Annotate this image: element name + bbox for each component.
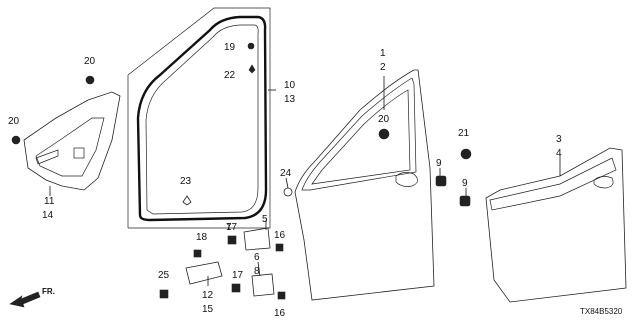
callout-20b: 20 (8, 116, 20, 127)
callout-9b: 9 (462, 178, 468, 189)
clip-22 (248, 64, 256, 74)
hinge-lower (251, 273, 275, 297)
callout-10: 10 (284, 80, 296, 91)
callout-6: 6 (254, 252, 260, 263)
callout-4: 4 (556, 148, 562, 159)
front-door-panel (294, 69, 435, 301)
callout-2: 2 (380, 62, 386, 73)
inner-shield (23, 91, 121, 191)
grommet-20-door (378, 128, 390, 140)
callout-16a: 16 (274, 230, 286, 241)
callout-9a: 9 (436, 158, 442, 169)
inner-shield-edge (35, 117, 105, 177)
callout-8: 8 (254, 266, 260, 277)
clip-19 (247, 42, 255, 50)
weatherstrip-inner (145, 24, 259, 215)
front-arrow-icon (9, 291, 41, 308)
inner-shield-slot (35, 149, 59, 165)
rear-door-group (460, 147, 627, 303)
bolt-17a (227, 235, 237, 245)
callout-14: 14 (42, 210, 54, 221)
diagram-code: TX84B5320 (580, 307, 623, 316)
grommet-20-left (11, 135, 21, 145)
direction-indicator: FR. (9, 287, 55, 308)
callout-15: 15 (202, 304, 214, 315)
rear-door-handle (593, 176, 614, 189)
bumper-9a (435, 175, 447, 187)
grommet-21 (460, 148, 472, 160)
callout-3: 3 (556, 134, 562, 145)
callout-17a: 17 (226, 222, 238, 233)
bolt-16a (275, 243, 284, 252)
leader-lines (49, 76, 561, 286)
callout-25: 25 (158, 270, 170, 281)
bolt-18 (193, 249, 202, 258)
weatherstrip-seal (136, 15, 268, 222)
callout-16b: 16 (274, 308, 286, 319)
callout-21: 21 (458, 128, 470, 139)
bolt-25 (159, 289, 169, 299)
callout-13: 13 (284, 94, 296, 105)
callout-7a: 7 (226, 222, 232, 233)
bolt-17b (231, 283, 241, 293)
front-door-window-frame (301, 77, 417, 191)
direction-label: FR. (42, 287, 55, 296)
front-door-group (283, 69, 471, 301)
callout-17b: 17 (232, 270, 244, 281)
grommet-20-top (85, 75, 95, 85)
callout-20a: 20 (84, 56, 96, 67)
inner-shield-tab (73, 147, 85, 159)
callouts: 1 2 3 4 5 6 7 8 9 9 10 11 12 13 14 15 16… (8, 42, 562, 319)
callout-19: 19 (224, 42, 236, 53)
checker (185, 261, 223, 285)
callout-23: 23 (180, 176, 192, 187)
hardware-group (159, 227, 286, 300)
rear-door-belt (489, 157, 617, 211)
clip-23 (182, 195, 192, 206)
bolt-16b (277, 291, 286, 300)
callout-18: 18 (196, 232, 208, 243)
front-door-window (311, 89, 411, 185)
rear-door-panel (485, 147, 627, 303)
front-door-handle (395, 172, 418, 187)
hinge-upper (243, 227, 271, 251)
weatherstrip-group (127, 7, 271, 229)
callout-24: 24 (280, 168, 292, 179)
bumper-9b (459, 195, 471, 207)
callout-20c: 20 (378, 114, 390, 125)
inner-shield-group (11, 75, 121, 191)
callout-5: 5 (262, 214, 268, 225)
callout-1: 1 (380, 48, 386, 59)
callout-12: 12 (202, 290, 214, 301)
grommet-24 (283, 187, 293, 197)
weatherstrip-box (127, 7, 271, 229)
callout-22: 22 (224, 70, 236, 81)
callout-11: 11 (44, 196, 55, 207)
